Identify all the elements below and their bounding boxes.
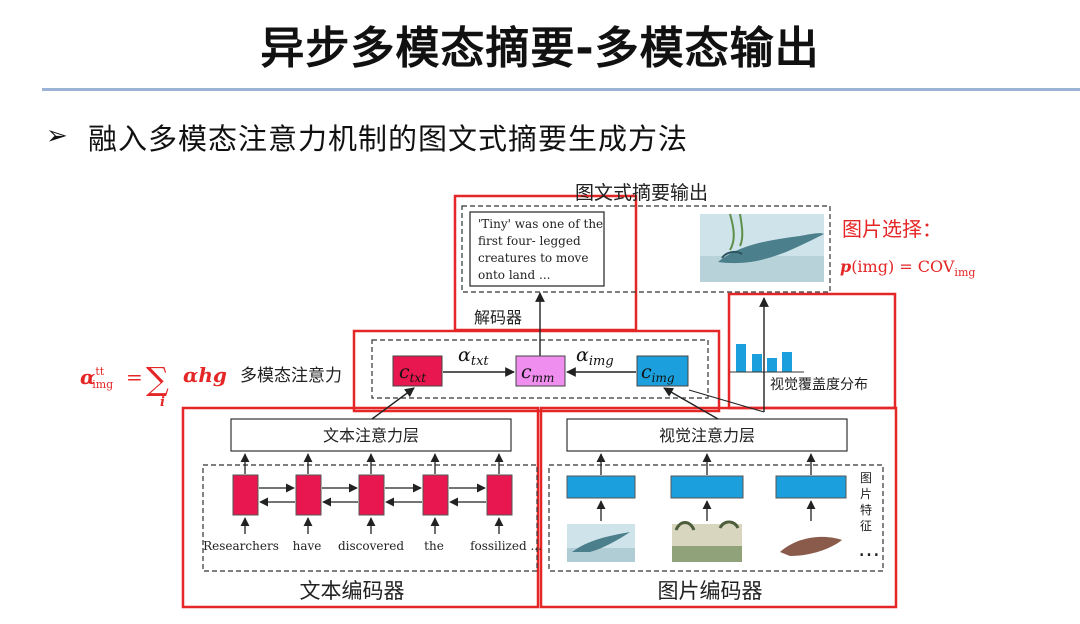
image-selection-label: 图片选择： xyxy=(842,217,942,241)
word-researchers: Researchers xyxy=(203,539,279,553)
thumbnail-3 xyxy=(776,524,846,562)
coverage-bar xyxy=(782,352,792,372)
image-features-char: 征 xyxy=(860,519,872,533)
text-encoder-frame xyxy=(181,406,540,609)
rnn-cell xyxy=(295,474,322,516)
visual-cell xyxy=(566,475,636,499)
thumbnail-2 xyxy=(672,520,742,562)
text-attention-layer-label: 文本注意力层 xyxy=(323,426,419,445)
more-images-ellipsis: … xyxy=(858,537,880,562)
thumbnail-1 xyxy=(567,524,635,562)
visual-layer-to-cimg-arrow xyxy=(663,387,719,420)
visual-cells xyxy=(566,453,847,521)
bullet-text: 融入多模态注意力机制的图文式摘要生成方法 xyxy=(88,122,689,156)
output-text-box xyxy=(469,211,605,287)
output-text: 'Tiny' was one of the first four- legged… xyxy=(478,217,607,282)
visual-attention-layer-label: 视觉注意力层 xyxy=(659,426,755,445)
c-mm-node xyxy=(515,355,566,387)
rnn-cell xyxy=(422,474,449,516)
rnn-cell xyxy=(486,474,513,516)
image-encoder-label: 图片编码器 xyxy=(658,579,763,603)
word-discovered: discovered xyxy=(338,539,404,553)
input-words: Researchers have discovered the fossiliz… xyxy=(203,539,542,553)
coverage-label: 视觉覆盖度分布 xyxy=(770,377,868,393)
image-selection-formula: p(img) = COVimg xyxy=(840,257,975,279)
mm-attention-label: 多模态注意力 xyxy=(240,366,342,386)
alpha-img-label: αimg xyxy=(576,344,614,369)
c-txt-node xyxy=(392,355,443,387)
image-features-char: 图 xyxy=(860,471,872,485)
output-label: 图文式摘要输出 xyxy=(575,182,708,204)
formula-term: αhg xyxy=(183,363,227,387)
slide-title: 异步多模态摘要-多模态输出 xyxy=(260,23,820,74)
visual-attention-layer-box xyxy=(566,418,848,452)
word-the: the xyxy=(424,539,444,553)
c-img-label: cimg xyxy=(641,361,675,385)
text-attention-layer-box xyxy=(230,418,512,452)
c-mm-label: cmm xyxy=(521,361,554,385)
bullet-arrow-icon: ➢ xyxy=(46,121,68,151)
text-encoder-label: 文本编码器 xyxy=(300,579,405,603)
rnn-cells xyxy=(232,453,513,534)
selected-image xyxy=(700,213,824,282)
rnn-cell xyxy=(358,474,385,516)
coverage-link xyxy=(688,389,765,413)
image-features-char: 特 xyxy=(860,502,872,517)
rnn-dashed xyxy=(202,464,538,572)
mm-attention-frame xyxy=(352,329,721,413)
word-fossilized: fossilized ... xyxy=(470,539,542,553)
decoder-label: 解码器 xyxy=(474,308,522,327)
visual-cell xyxy=(775,475,847,499)
coverage-bar xyxy=(752,354,762,372)
rnn-cell xyxy=(232,474,259,516)
formula-sum-index: i xyxy=(160,395,165,410)
title-divider xyxy=(42,88,1080,91)
coverage-bar xyxy=(736,344,746,372)
img-dashed xyxy=(548,464,884,572)
c-txt-label: ctxt xyxy=(399,361,426,385)
coverage-bar xyxy=(767,358,777,372)
alpha-txt-label: αtxt xyxy=(458,344,489,369)
word-have: have xyxy=(293,539,322,553)
image-features-char: 片 xyxy=(860,487,872,501)
formula-equals: = xyxy=(126,365,143,389)
c-img-node xyxy=(636,355,689,387)
image-encoder-frame xyxy=(539,406,898,609)
text-layer-to-ctxt-arrow xyxy=(371,387,415,420)
coverage-bars xyxy=(736,344,792,372)
summary-output-dashed xyxy=(461,205,831,293)
visual-cell xyxy=(670,475,744,499)
formula-sum: ∑ xyxy=(146,360,169,398)
